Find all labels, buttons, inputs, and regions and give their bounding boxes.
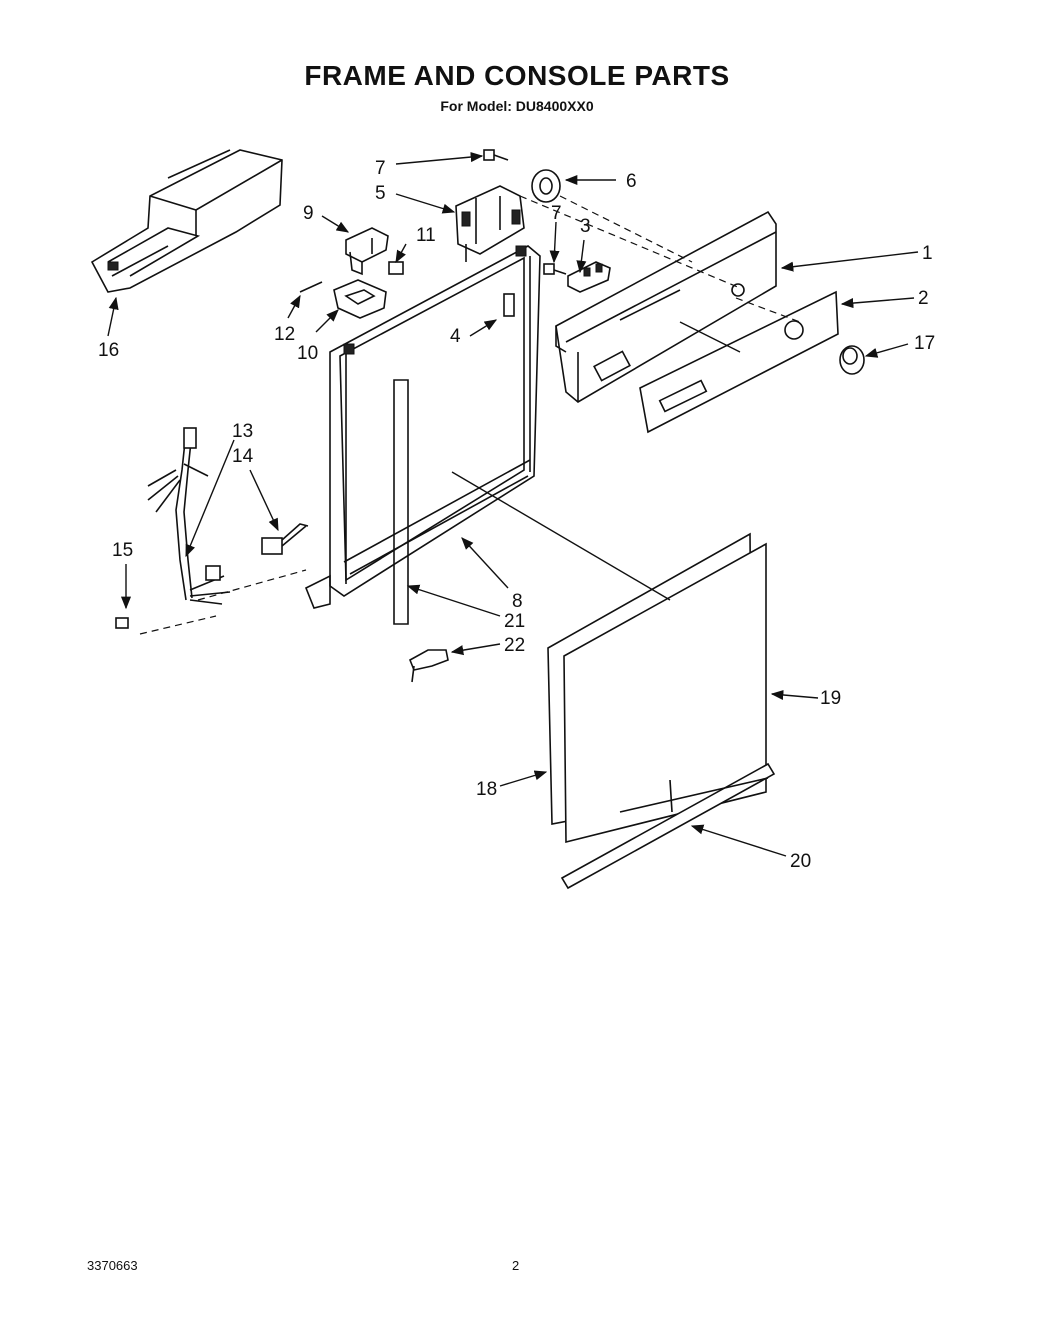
callout-3: 3 xyxy=(580,216,591,237)
part-9-switch-bracket xyxy=(345,227,389,276)
callout-7-mid: 7 xyxy=(551,203,562,224)
callout-13: 13 xyxy=(232,421,253,442)
part-16-vent-housing xyxy=(90,149,283,293)
callout-19: 19 xyxy=(820,688,841,709)
part-11-clip xyxy=(388,261,404,275)
callout-2: 2 xyxy=(918,288,929,309)
callout-6: 6 xyxy=(626,171,637,192)
part-14-connector xyxy=(261,523,309,555)
assembly-guides xyxy=(139,195,801,635)
page-title: FRAME AND CONSOLE PARTS xyxy=(304,60,730,91)
callout-leaders xyxy=(107,152,919,857)
callout-10: 10 xyxy=(297,343,318,364)
part-22-clip xyxy=(408,649,449,683)
part-15-screw xyxy=(115,617,129,629)
callout-18: 18 xyxy=(476,779,497,800)
part-3-latch xyxy=(567,261,611,293)
callout-9: 9 xyxy=(303,203,314,224)
part-8-door-frame xyxy=(304,245,541,609)
part-1-console-panel xyxy=(555,210,777,403)
document-number: 3370663 xyxy=(87,1258,138,1273)
part-6-dial xyxy=(531,169,561,203)
callout-8: 8 xyxy=(512,591,523,612)
part-7-screw-mid xyxy=(543,263,567,275)
part-2-control-overlay xyxy=(639,290,839,434)
callout-7-top: 7 xyxy=(375,158,386,179)
callout-15: 15 xyxy=(112,540,133,561)
callout-16: 16 xyxy=(98,340,119,361)
part-7-screw-top xyxy=(483,149,509,161)
part-13-wire-harness xyxy=(147,427,231,605)
callout-1: 1 xyxy=(922,243,933,264)
callout-17: 17 xyxy=(914,333,935,354)
part-5-door-switch xyxy=(455,185,525,262)
callout-22: 22 xyxy=(504,635,525,656)
part-19-door-panel xyxy=(563,542,767,844)
callout-4: 4 xyxy=(450,326,461,347)
part-17-knob xyxy=(839,345,865,375)
callout-12: 12 xyxy=(274,324,295,345)
callout-20: 20 xyxy=(790,851,811,872)
part-10-switch-holder xyxy=(333,279,387,319)
part-21-gasket-strip xyxy=(393,379,409,625)
callout-11: 11 xyxy=(416,225,436,246)
part-20-bottom-trim xyxy=(560,762,776,890)
callout-5: 5 xyxy=(375,183,386,204)
callout-21: 21 xyxy=(504,611,525,632)
part-12-pin xyxy=(299,281,323,293)
callout-labels: 1 2 3 4 5 6 7 7 8 9 10 11 12 13 14 15 16… xyxy=(98,158,935,872)
callout-14: 14 xyxy=(232,446,254,467)
model-subtitle: For Model: DU8400XX0 xyxy=(440,98,594,114)
page-number: 2 xyxy=(512,1258,520,1273)
